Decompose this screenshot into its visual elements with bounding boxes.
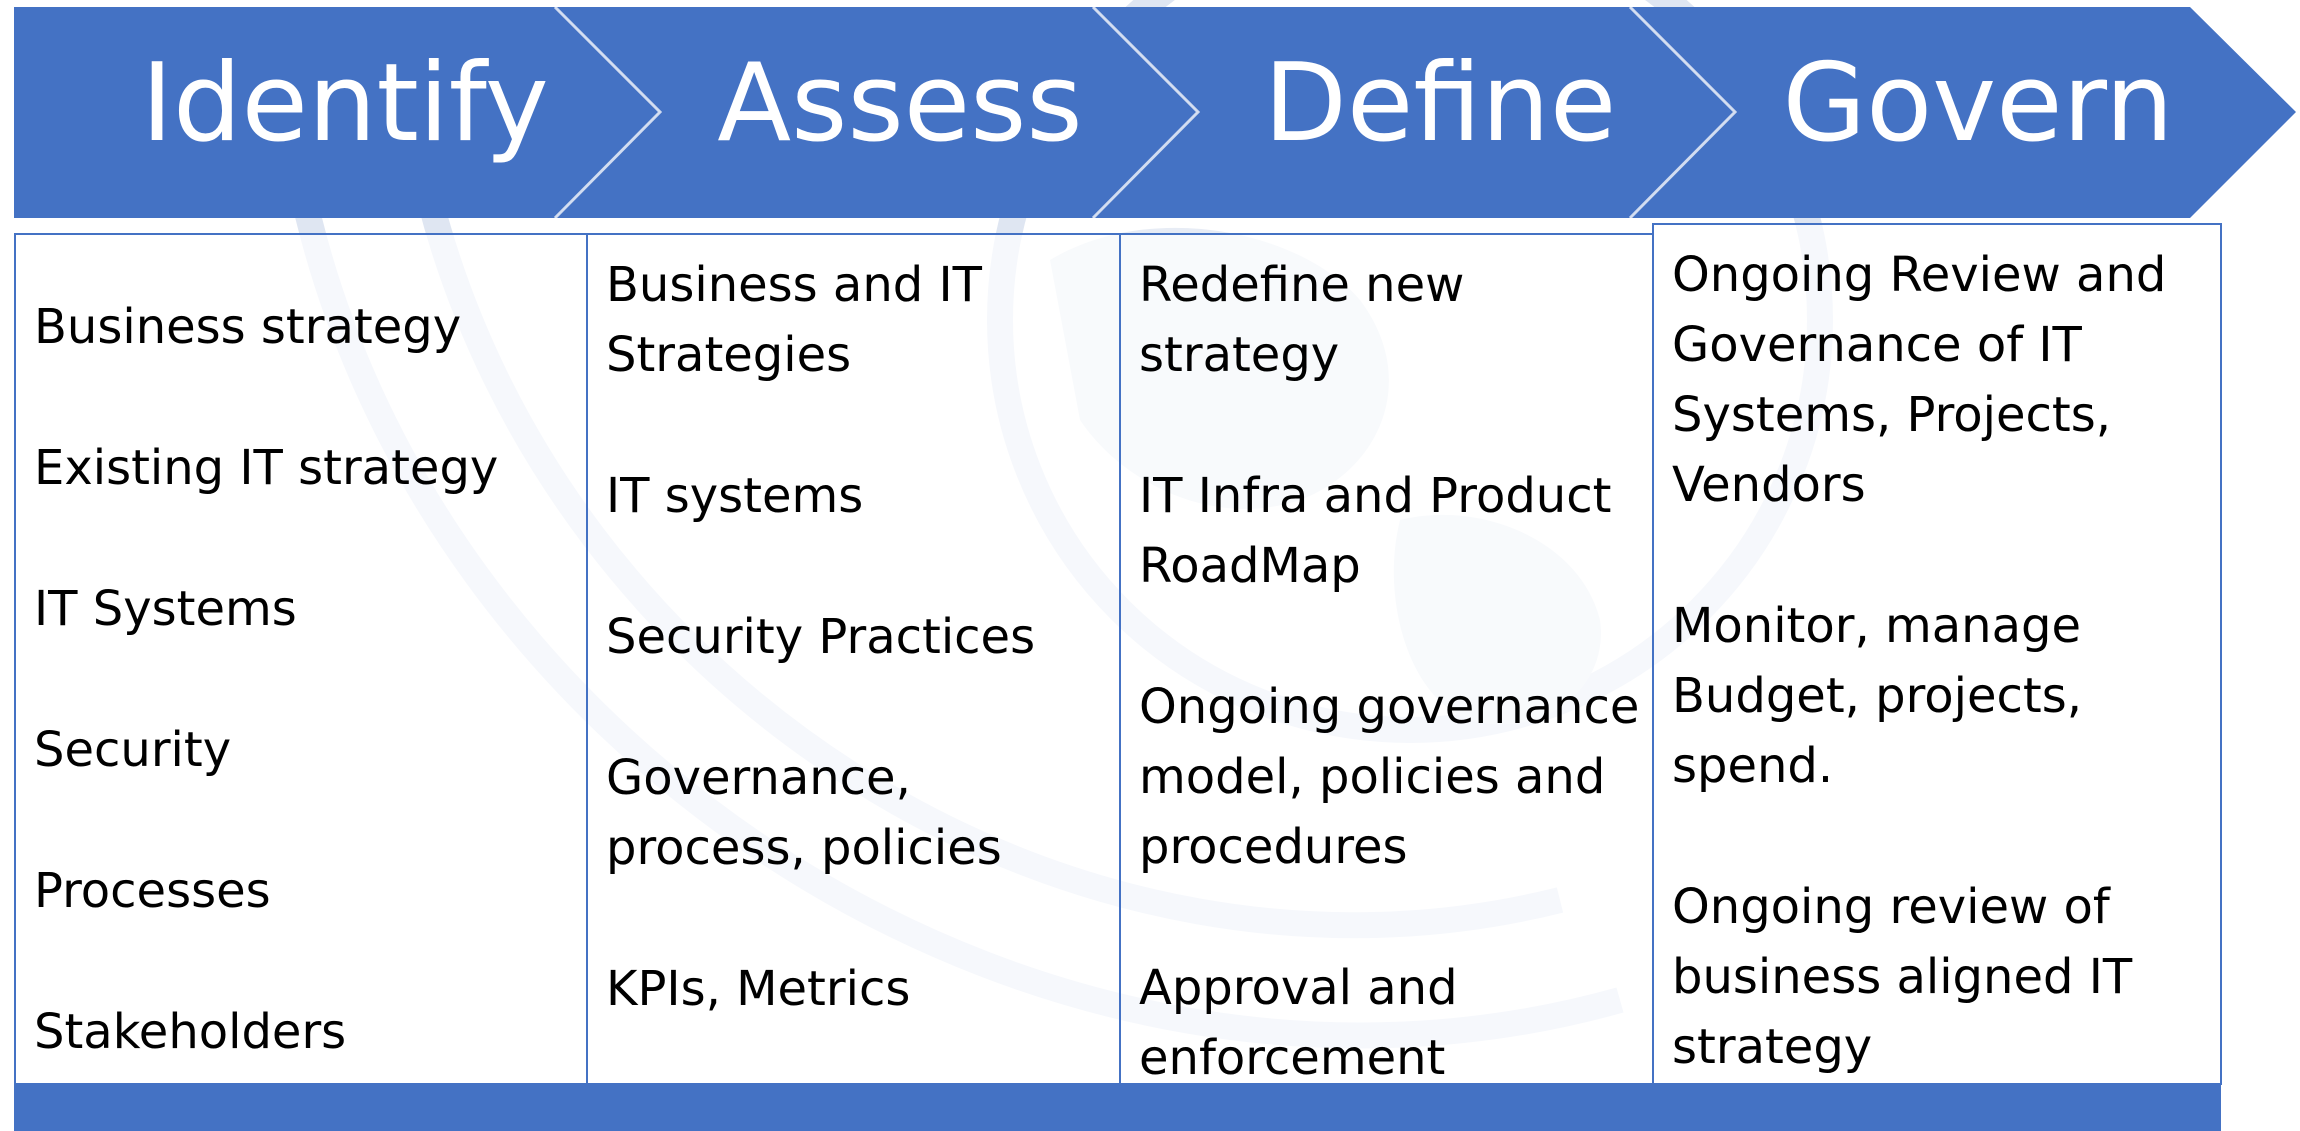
stage-chevron-define	[1093, 7, 1735, 218]
stage-title-define: Define	[1264, 41, 1617, 166]
stage-chevron-govern	[1630, 7, 2296, 218]
define-item: Redefine new strategy	[1139, 257, 1465, 383]
stage-title-identify: Identify	[141, 41, 549, 166]
stage-chevron-assess	[555, 7, 1198, 218]
identify-item: Stakeholders	[34, 1004, 347, 1060]
identify-item: IT Systems	[34, 581, 297, 637]
define-item: Approval and enforcement	[1139, 960, 1458, 1086]
identify-item: Security	[34, 722, 232, 778]
govern-item: Monitor, manage Budget, projects, spend.	[1672, 598, 2083, 794]
define-item: IT Infra and Product RoadMap	[1139, 468, 1612, 594]
identify-item: Existing IT strategy	[34, 440, 499, 496]
assess-item: Security Practices	[606, 609, 1036, 665]
assess-column: Business and IT Strategies IT systems Se…	[586, 233, 1121, 1085]
define-item: Ongoing governance model, policies and p…	[1139, 679, 1640, 875]
identify-item: Business strategy	[34, 299, 462, 355]
govern-item: Ongoing review of business aligned IT st…	[1672, 879, 2133, 1075]
define-column: Redefine new strategy IT Infra and Produ…	[1119, 233, 1654, 1086]
stage-title-govern: Govern	[1782, 41, 2173, 166]
footer-bar	[14, 1085, 2221, 1131]
govern-column: Ongoing Review and Governance of IT Syst…	[1652, 223, 2222, 1085]
govern-item: Ongoing Review and Governance of IT Syst…	[1672, 247, 2167, 513]
process-chevron-bar: Identify Assess Define Govern	[14, 5, 2296, 220]
stage-chevron-identify	[14, 7, 660, 218]
assess-item: Business and IT Strategies	[606, 257, 982, 383]
assess-item: IT systems	[606, 468, 864, 524]
assess-item: KPIs, Metrics	[606, 961, 911, 1017]
identify-column: Business strategy Existing IT strategy I…	[14, 233, 588, 1085]
identify-item: Processes	[34, 863, 271, 919]
assess-item: Governance, process, policies	[606, 750, 1002, 876]
stage-title-assess: Assess	[717, 41, 1082, 166]
